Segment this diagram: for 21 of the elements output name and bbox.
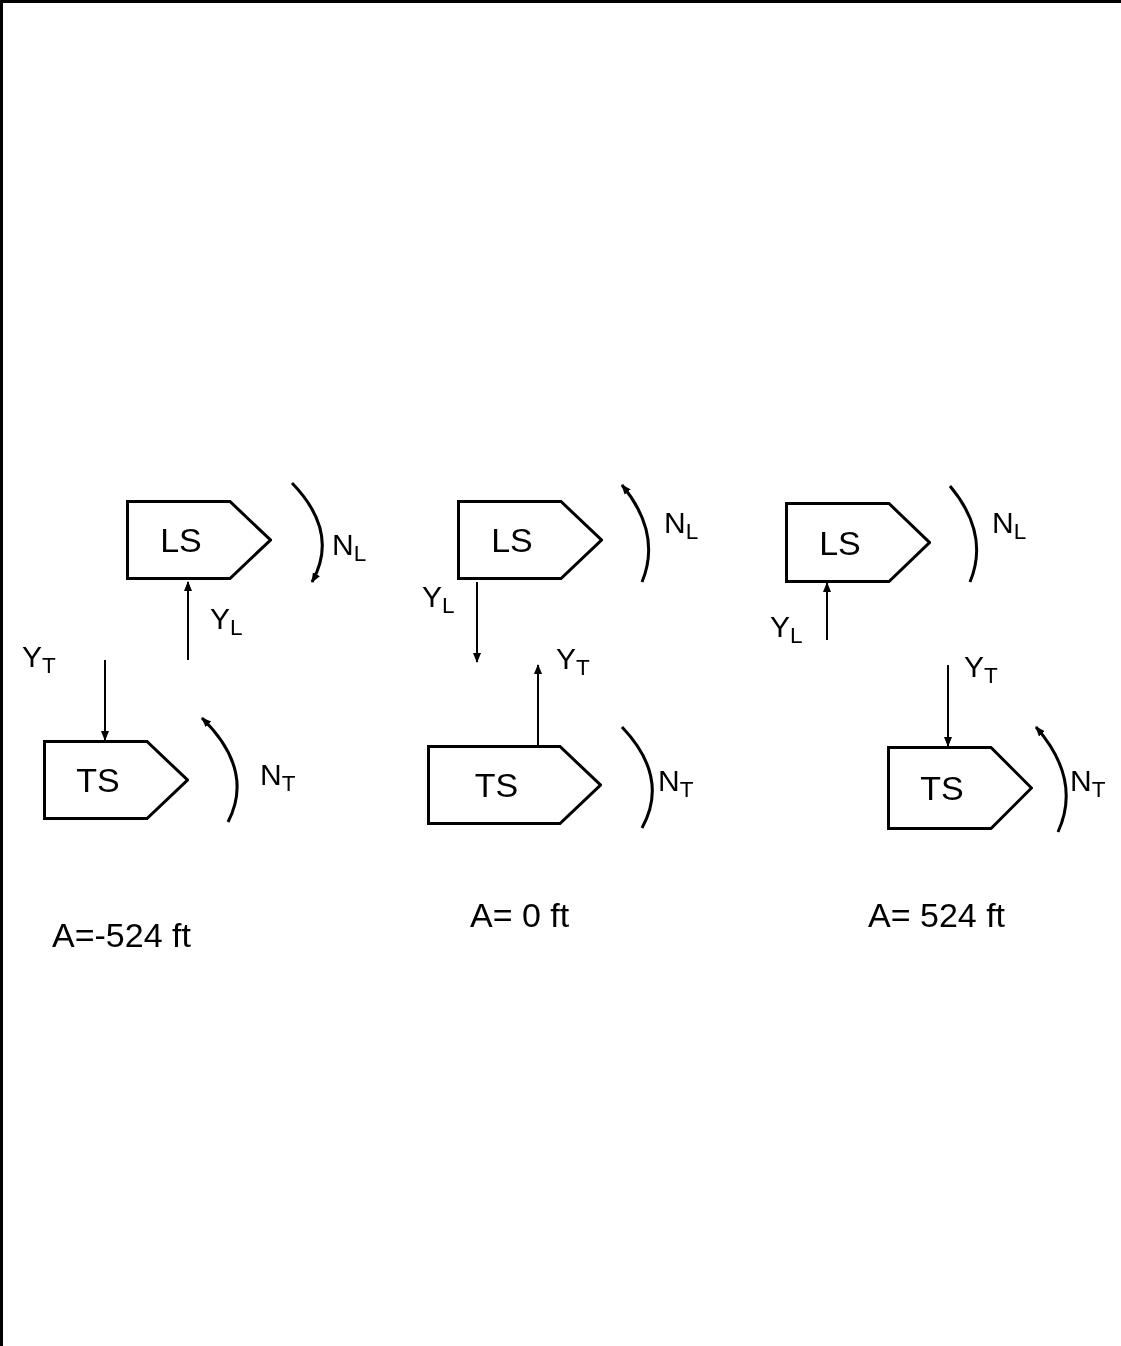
force-label: N$_{L}$ <box>664 508 699 538</box>
force-label: Y$_{L}$ <box>422 582 455 612</box>
position-label: A= 524 ft <box>868 898 1006 932</box>
pentagon-box: LS <box>457 500 603 580</box>
pentagon-box: LS <box>785 502 931 583</box>
force-label: Y$_{L}$ <box>210 604 243 634</box>
pentagon-box: TS <box>887 746 1033 830</box>
position-label: A=-524 ft <box>52 918 191 952</box>
force-label: N$_{T}$ <box>658 766 694 796</box>
force-label: Y$_{T}$ <box>556 644 590 674</box>
force-label: Y$_{T}$ <box>22 642 56 672</box>
force-label: N$_{T}$ <box>260 760 296 790</box>
force-label: Y$_{T}$ <box>964 652 998 682</box>
pentagon-box: TS <box>43 740 189 820</box>
position-label: A= 0 ft <box>470 898 570 932</box>
force-label: N$_{T}$ <box>1070 766 1106 796</box>
force-label: N$_{L}$ <box>332 530 367 560</box>
force-label: N$_{L}$ <box>992 508 1027 538</box>
pentagon-box: LS <box>126 500 272 580</box>
force-label: Y$_{L}$ <box>770 612 803 642</box>
pentagon-box: TS <box>427 745 602 825</box>
